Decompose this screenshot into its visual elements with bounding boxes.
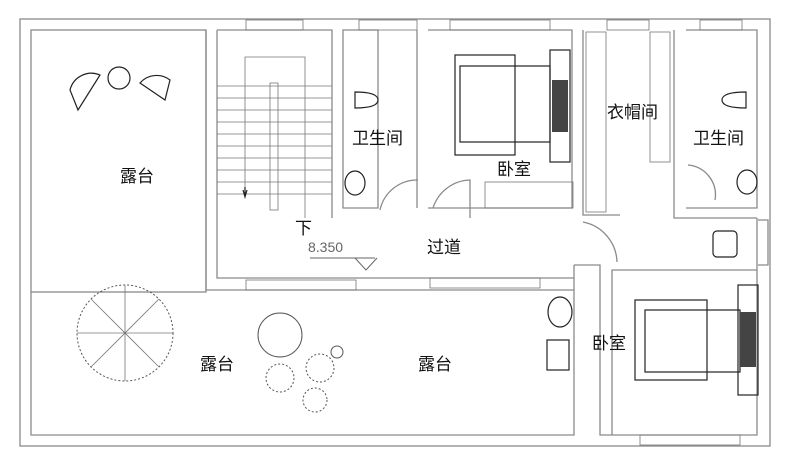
room-label-bathroom: 卫生间: [693, 129, 744, 149]
plants-icon: [257, 312, 344, 413]
room-label-closet: 衣帽间: [607, 103, 658, 123]
walls: [19, 18, 771, 447]
room-label-terrace: 露台: [120, 167, 154, 187]
room-label-bedroom: 卧室: [497, 160, 531, 180]
furniture: [69, 31, 759, 413]
room-label-bathroom: 卫生间: [352, 129, 403, 149]
windows: [245, 19, 743, 446]
room-label-corridor: 过道: [427, 238, 461, 258]
room-label-terrace: 露台: [418, 355, 452, 375]
umbrella-icon: [76, 284, 174, 382]
staircase[interactable]: [217, 56, 332, 218]
room-label-bedroom: 卧室: [592, 334, 626, 354]
stair-direction-label: 下: [295, 219, 312, 239]
doors[interactable]: [379, 164, 717, 263]
elevation-label: 8.350: [308, 239, 343, 255]
room-label-terrace: 露台: [200, 355, 234, 375]
elevation-marker-icon: [310, 257, 378, 271]
